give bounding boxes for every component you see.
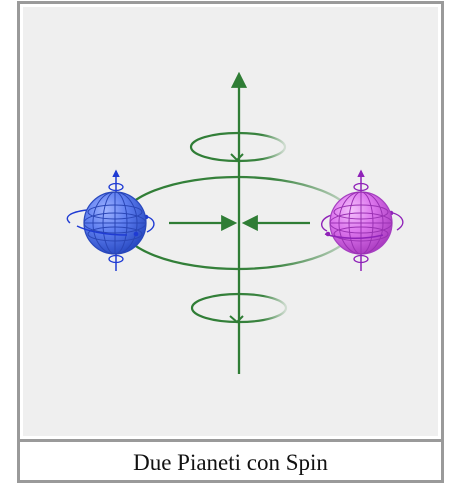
figure-frame: Due Pianeti con Spin — [17, 1, 444, 483]
spinning-planets-diagram — [66, 71, 404, 374]
caption-divider — [20, 439, 441, 442]
figure-caption: Due Pianeti con Spin — [133, 450, 328, 475]
magenta-planet-icon — [320, 169, 404, 271]
blue-planet-icon — [66, 169, 155, 271]
figure-panel — [23, 7, 438, 436]
